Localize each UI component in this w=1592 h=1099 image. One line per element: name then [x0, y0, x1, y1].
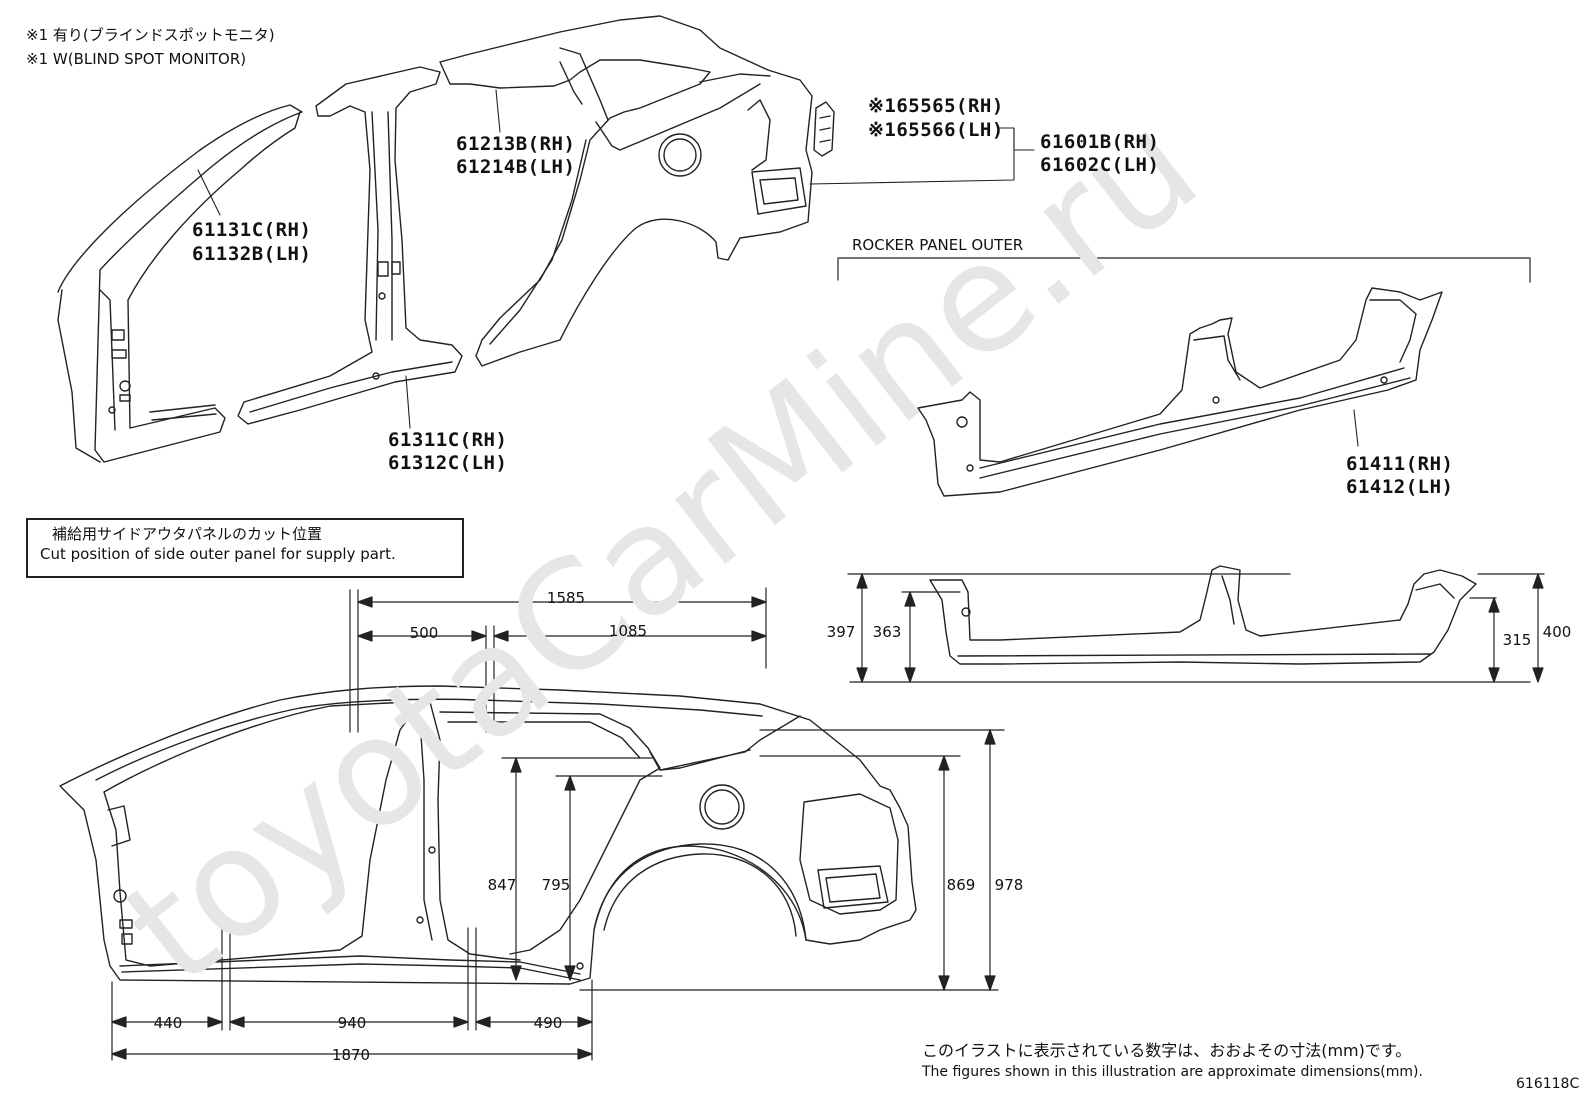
rocker-group-bracket	[837, 257, 1531, 283]
part-quarter-rh: 61601B(RH)	[1040, 131, 1160, 153]
footer-en: The figures shown in this illustration a…	[922, 1064, 1423, 1080]
leader-lines-top	[197, 89, 1359, 447]
part-roof-rail-lh: 61214B(LH)	[456, 156, 576, 178]
part-center-pillar-lh: 61312C(LH)	[388, 452, 508, 474]
part-roof-rail-rh: 61213B(RH)	[456, 133, 576, 155]
part-rocker-lh: 61412(LH)	[1346, 476, 1454, 498]
dim-490: 490	[533, 1014, 563, 1032]
dim-795: 795	[541, 876, 571, 894]
dim-1585: 1585	[546, 589, 586, 607]
part-a-pillar-rh: 61131C(RH)	[192, 219, 312, 241]
rocker-dimension-view	[929, 565, 1477, 665]
part-a-pillar-lh: 61132B(LH)	[192, 243, 312, 265]
part-bracket-lh: ※165566(LH)	[868, 119, 1004, 141]
quarter-panel-part	[439, 15, 813, 367]
dim-363: 363	[872, 623, 902, 641]
front-pillar-part	[57, 104, 303, 463]
dim-1085: 1085	[608, 622, 648, 640]
cut-position-jp: 補給用サイドアウタパネルのカット位置	[52, 525, 323, 543]
dim-500: 500	[409, 624, 439, 642]
dim-400: 400	[1542, 623, 1572, 641]
note-jp: ※1 有り(ブラインドスポットモニタ)	[26, 26, 275, 44]
dim-869: 869	[946, 876, 976, 894]
full-side-panel	[59, 685, 917, 985]
cut-position-en: Cut position of side outer panel for sup…	[40, 545, 396, 563]
rocker-panel-part	[917, 287, 1443, 497]
blind-spot-bracket-part	[813, 101, 835, 157]
diagram-id: 616118C	[1516, 1076, 1580, 1092]
part-center-pillar-rh: 61311C(RH)	[388, 429, 508, 451]
dim-978: 978	[994, 876, 1024, 894]
part-quarter-lh: 61602C(LH)	[1040, 154, 1160, 176]
part-bracket-rh: ※165565(RH)	[868, 95, 1004, 117]
note-en: ※1 W(BLIND SPOT MONITOR)	[26, 50, 247, 68]
center-pillar-part	[237, 66, 463, 425]
footer-jp: このイラストに表示されている数字は、おおよその寸法(mm)です。	[922, 1041, 1412, 1060]
dim-315: 315	[1502, 631, 1532, 649]
dim-440: 440	[153, 1014, 183, 1032]
dim-397: 397	[826, 623, 856, 641]
part-rocker-rh: 61411(RH)	[1346, 453, 1454, 475]
dim-1870: 1870	[331, 1046, 371, 1064]
cut-position-box: 補給用サイドアウタパネルのカット位置 Cut position of side …	[26, 518, 464, 578]
rocker-title: ROCKER PANEL OUTER	[852, 236, 1024, 254]
dimension-lines	[111, 573, 1545, 1061]
dim-847: 847	[487, 876, 517, 894]
dim-940: 940	[337, 1014, 367, 1032]
